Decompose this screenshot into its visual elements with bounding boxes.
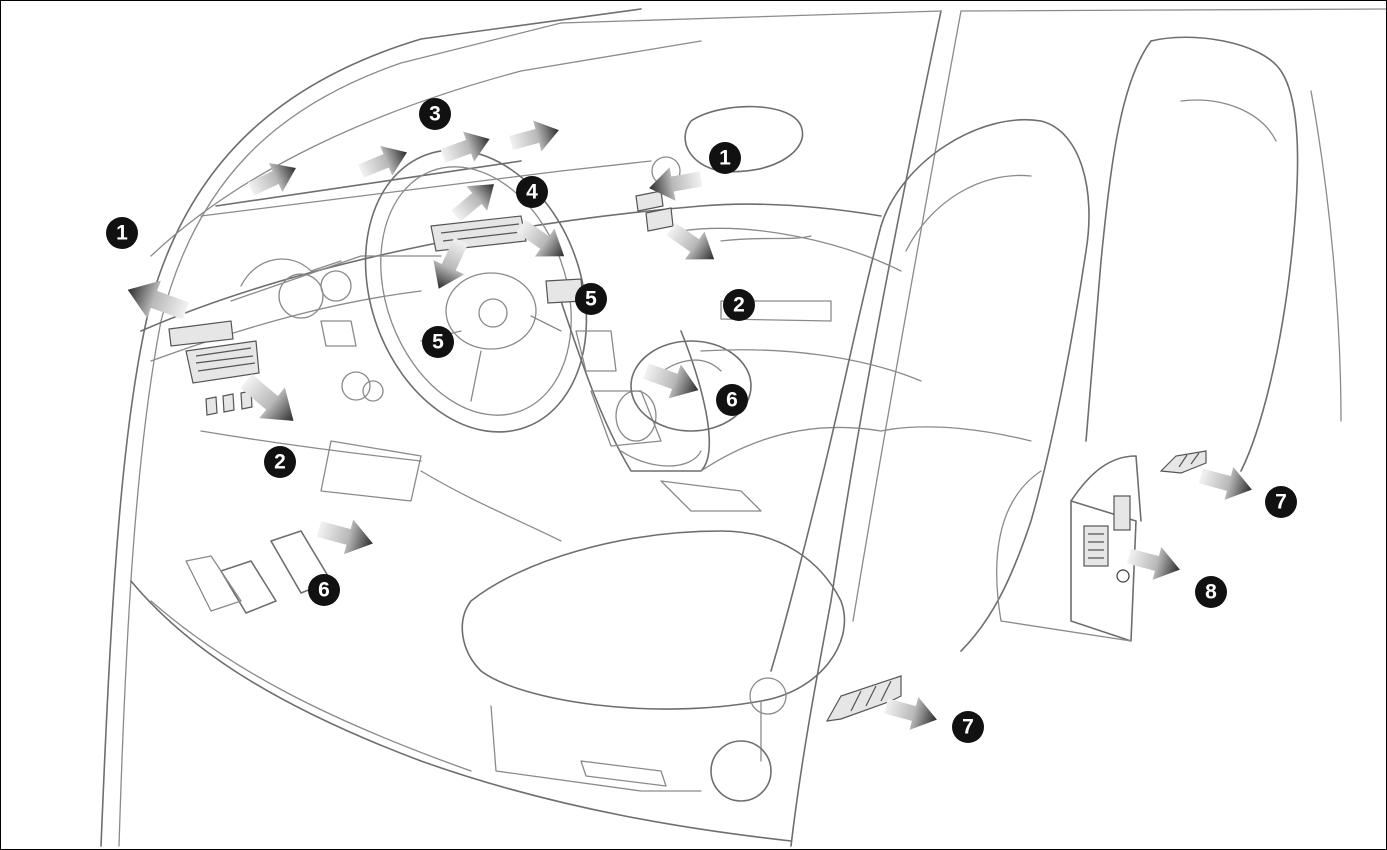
airflow-arrows — [120, 114, 1257, 737]
marker-5-left: 5 — [422, 326, 454, 358]
marker-1-left: 1 — [106, 217, 138, 249]
svg-text:2: 2 — [733, 294, 745, 317]
svg-text:5: 5 — [432, 331, 444, 354]
svg-text:1: 1 — [719, 147, 731, 170]
marker-6-left: 6 — [308, 574, 340, 606]
svg-text:6: 6 — [726, 389, 738, 412]
svg-text:4: 4 — [526, 181, 538, 204]
svg-text:5: 5 — [585, 288, 597, 311]
car-outline — [100, 8, 1386, 847]
svg-text:3: 3 — [429, 103, 441, 126]
marker-7-lower: 7 — [952, 711, 984, 743]
arrow-6-left — [314, 511, 378, 561]
marker-3: 3 — [419, 98, 451, 130]
arrow-6-right — [639, 354, 705, 407]
markers: 1 1 2 2 3 4 5 5 6 6 7 7 8 — [106, 98, 1297, 743]
arrow-7-upper — [1196, 459, 1257, 507]
arrow-3-a — [244, 153, 303, 204]
marker-4: 4 — [516, 176, 548, 208]
marker-2-left: 2 — [264, 446, 296, 478]
arrow-3-c — [437, 124, 496, 172]
svg-text:7: 7 — [962, 716, 974, 739]
svg-text:2: 2 — [274, 451, 286, 474]
svg-text:7: 7 — [1275, 491, 1287, 514]
svg-text:6: 6 — [318, 579, 330, 602]
marker-2-right: 2 — [723, 289, 755, 321]
marker-5-right: 5 — [575, 283, 607, 315]
marker-1-right: 1 — [709, 142, 741, 174]
marker-7-upper: 7 — [1265, 486, 1297, 518]
svg-text:1: 1 — [116, 222, 128, 245]
marker-6-right: 6 — [716, 384, 748, 416]
svg-text:8: 8 — [1205, 581, 1217, 604]
marker-8: 8 — [1195, 576, 1227, 608]
arrow-3-d — [506, 114, 564, 159]
